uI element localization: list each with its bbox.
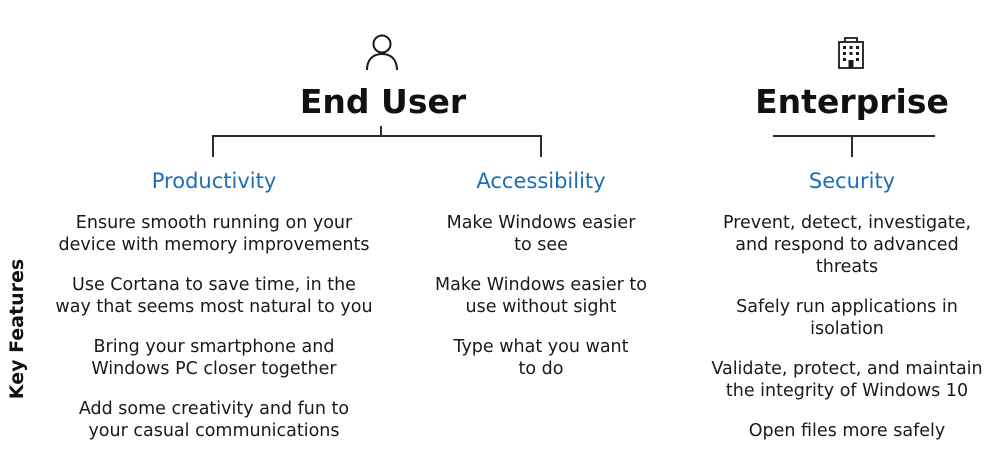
end-user-bracket-right <box>540 135 542 157</box>
person-icon <box>364 33 400 71</box>
end-user-title: End User <box>299 82 467 121</box>
security-title: Security <box>808 169 896 193</box>
end-user-connector-top <box>380 126 382 136</box>
enterprise-line <box>773 135 935 137</box>
security-feature: Prevent, detect, investigate,and respond… <box>722 213 972 277</box>
accessibility-title: Accessibility <box>476 169 606 193</box>
enterprise-connector <box>851 135 853 157</box>
productivity-title: Productivity <box>151 169 277 193</box>
building-icon <box>834 36 868 70</box>
end-user-bracket <box>212 135 542 137</box>
end-user-bracket-left <box>212 135 214 157</box>
security-feature: Open files more safely <box>748 421 946 441</box>
enterprise-title: Enterprise <box>755 82 949 121</box>
key-features-label: Key Features <box>6 258 28 400</box>
